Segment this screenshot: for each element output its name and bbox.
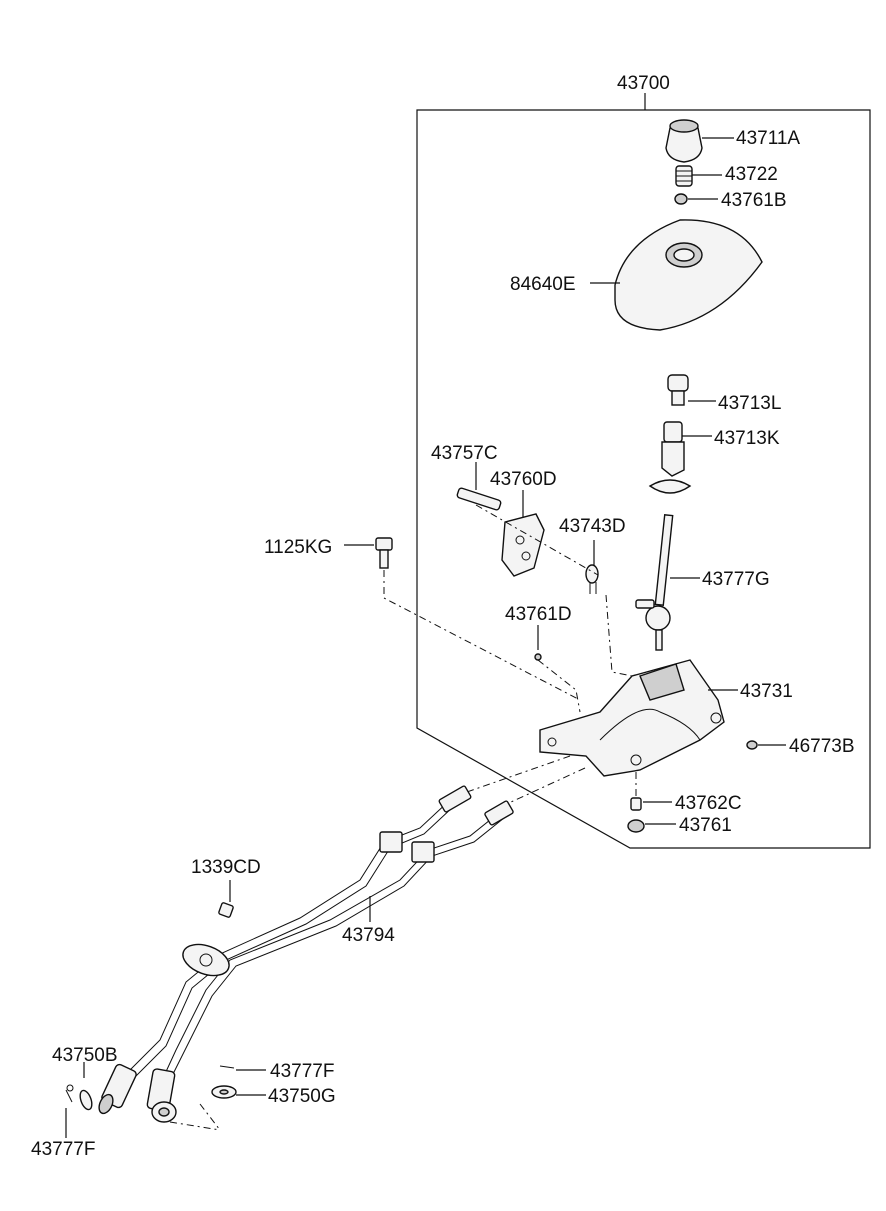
cable-end-b-part	[79, 1062, 177, 1123]
label-washer: 43750G	[268, 1086, 336, 1107]
grommet-part	[746, 740, 786, 750]
assembly-boundary	[416, 109, 871, 849]
label-pin-right: 43777F	[270, 1061, 334, 1082]
label-cable-clip: 1339CD	[191, 857, 261, 878]
collar-part	[630, 797, 672, 811]
label-clip: 43743D	[559, 516, 626, 537]
housing-part	[539, 659, 738, 777]
label-housing: 43731	[740, 681, 793, 702]
spring-part	[675, 165, 722, 187]
label-bolt: 1125KG	[264, 537, 332, 558]
label-spring: 43722	[725, 164, 778, 185]
label-boot: 84640E	[510, 274, 576, 295]
lever-part	[635, 514, 700, 651]
label-knob: 43711A	[736, 128, 800, 149]
assembly-dashed-lines	[169, 504, 637, 1131]
washer-part	[211, 1085, 266, 1099]
label-cable-end-b: 43750B	[52, 1045, 118, 1066]
bushing-upper-part	[667, 374, 716, 406]
bracket-part	[501, 490, 545, 577]
label-lever: 43777G	[702, 569, 770, 590]
pin-left-part	[65, 1084, 74, 1138]
clip-part	[585, 540, 599, 594]
nut-top-part	[674, 193, 718, 205]
bolt-part	[344, 537, 393, 569]
boot-part	[590, 219, 763, 331]
cable-clip-part	[218, 880, 234, 918]
label-bushing-upper: 43713L	[718, 393, 781, 414]
label-assembly: 43700	[617, 73, 670, 94]
pin-right-part	[219, 1065, 266, 1071]
label-collar: 43762C	[675, 793, 742, 814]
label-bracket: 43760D	[490, 469, 557, 490]
label-small-pin: 43761D	[505, 604, 572, 625]
label-nut-bottom: 43761	[679, 815, 732, 836]
knob-part	[665, 119, 734, 163]
nut-bottom-part	[627, 819, 676, 833]
label-cable: 43794	[342, 925, 395, 946]
label-pin-left: 43777F	[31, 1139, 95, 1160]
label-nut-top: 43761B	[721, 190, 787, 211]
pin-part	[456, 462, 502, 511]
small-pin-part	[534, 625, 542, 661]
label-pin: 43757C	[431, 443, 498, 464]
label-bushing-lower: 43713K	[714, 428, 780, 449]
label-grommet: 46773B	[789, 736, 855, 757]
cable-part	[129, 785, 514, 1081]
bushing-lower-part	[648, 421, 712, 494]
